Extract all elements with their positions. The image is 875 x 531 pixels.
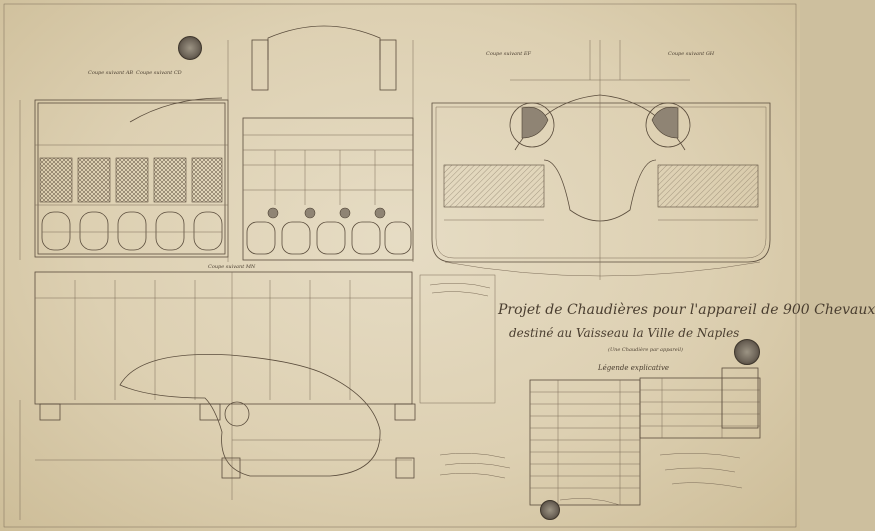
left-top-section (19, 97, 229, 260)
seal-stamp-bottom (540, 500, 560, 520)
right-top-section (431, 40, 771, 280)
center-top-section (227, 25, 414, 262)
seal-stamp-top (178, 36, 202, 60)
technical-drawing (3, 3, 797, 528)
document-subtitle: (Une Chaudière par appareil) (608, 347, 683, 353)
document-title-line-1: Projet de Chaudières pour l'appareil de … (498, 302, 875, 318)
document-title-line-2: destiné au Vaisseau la Ville de Naples (509, 326, 740, 340)
section-label-mn: Coupe suivant MN (208, 264, 256, 270)
section-label-cd: Coupe suivant CD (136, 70, 182, 76)
note-panel (419, 274, 743, 506)
section-label-ab: Coupe suivant AB (88, 70, 134, 76)
legend-heading: Légende explicative (598, 364, 670, 372)
legend-table (529, 367, 761, 506)
section-label-ef: Coupe suivant EF (486, 51, 531, 57)
section-label-gh: Coupe suivant GH (668, 51, 715, 57)
seal-stamp-right (734, 339, 760, 365)
left-bottom-section (19, 271, 416, 520)
